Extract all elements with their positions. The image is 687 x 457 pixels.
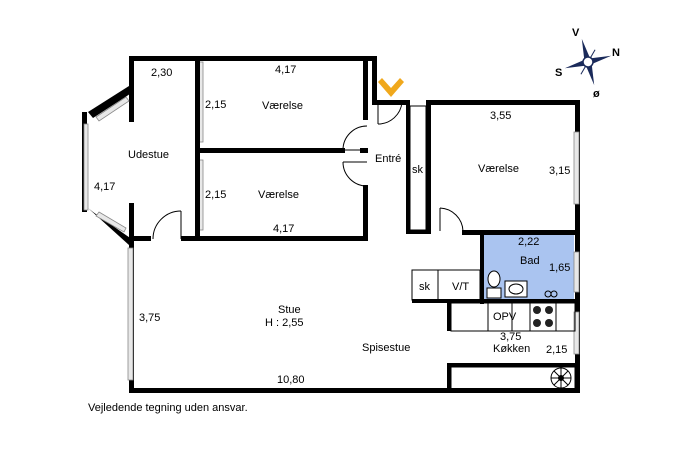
stove-icon bbox=[529, 302, 557, 332]
doors bbox=[152, 101, 464, 240]
dim-udestue-top: 2,30 bbox=[151, 67, 172, 79]
room-koekken: Køkken bbox=[493, 343, 530, 355]
dim-bad-depth: 1,65 bbox=[549, 262, 570, 274]
compass-icon bbox=[564, 38, 612, 86]
room-vaerelse-right: Værelse bbox=[478, 163, 519, 175]
dim-koekken-depth: 2,15 bbox=[546, 344, 567, 356]
toilet-icon bbox=[486, 270, 502, 299]
fixture-opv: OPV bbox=[493, 311, 517, 323]
dim-vaerelse-right-depth: 3,15 bbox=[549, 165, 570, 177]
room-vaerelse-mid: Værelse bbox=[258, 189, 299, 201]
room-bad: Bad bbox=[520, 255, 540, 267]
dim-bad-width: 2,22 bbox=[518, 236, 539, 248]
dim-udestue-side: 4,17 bbox=[94, 181, 115, 193]
dim-vaerelse-top-width: 4,17 bbox=[275, 64, 296, 76]
dishwasher bbox=[487, 302, 513, 332]
shower-icon bbox=[544, 290, 558, 298]
dim-koekken-width: 3,75 bbox=[500, 331, 521, 343]
extractor-fan-icon bbox=[550, 367, 572, 389]
kitchen-counter-bottom bbox=[450, 366, 576, 390]
room-udestue: Udestue bbox=[128, 149, 169, 161]
fixture-vt: V/T bbox=[452, 281, 469, 293]
compass-v: V bbox=[572, 27, 580, 39]
compass-n: N bbox=[612, 47, 620, 59]
room-stue-height: H : 2,55 bbox=[265, 317, 304, 329]
compass-s: S bbox=[555, 67, 562, 79]
disclaimer-text: Vejledende tegning uden ansvar. bbox=[88, 402, 248, 414]
washer-dryer bbox=[437, 269, 481, 301]
dim-stue-depth: 3,75 bbox=[139, 312, 160, 324]
room-stue: Stue bbox=[278, 304, 301, 316]
compass-o: ø bbox=[593, 88, 600, 100]
fixture-sk-bath: sk bbox=[419, 281, 431, 293]
entre-wardrobe bbox=[409, 105, 427, 231]
kitchen-counter-top bbox=[450, 302, 576, 332]
sink-icon bbox=[504, 280, 528, 298]
room-entre: Entré bbox=[375, 153, 401, 165]
fixture-sk-entre: sk bbox=[412, 164, 424, 176]
dim-vaerelse-mid-depth: 2,15 bbox=[205, 189, 226, 201]
room-spisestue: Spisestue bbox=[362, 342, 410, 354]
interior-walls bbox=[181, 56, 580, 390]
fixtures bbox=[409, 105, 576, 390]
room-vaerelse-top: Værelse bbox=[262, 100, 303, 112]
dim-vaerelse-mid-width: 4,17 bbox=[273, 223, 294, 235]
dim-stue-width: 10,80 bbox=[277, 374, 305, 386]
dim-vaerelse-right-width: 3,55 bbox=[490, 110, 511, 122]
entrance-arrow-icon bbox=[378, 78, 404, 97]
dim-vaerelse-top-depth: 2,15 bbox=[205, 99, 226, 111]
